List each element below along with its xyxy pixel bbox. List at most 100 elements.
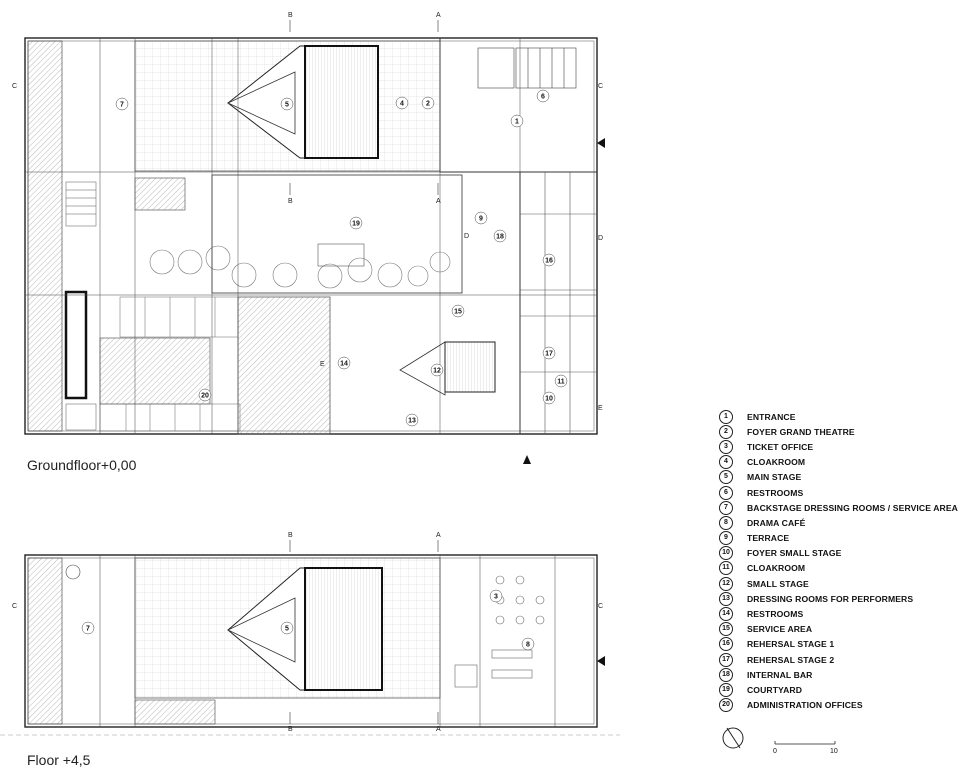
room-label: 10: [545, 396, 553, 403]
entrance-arrow-icon: [597, 656, 605, 666]
room-label: 19: [352, 221, 360, 228]
room-label-marker: [280, 97, 294, 111]
legend-number: 6: [719, 485, 733, 500]
room-label-marker: [474, 211, 488, 225]
room-label: 7: [120, 102, 124, 109]
legend-number: 19: [719, 682, 733, 697]
legend-label: MAIN STAGE: [747, 472, 802, 483]
room-label: 5: [285, 626, 289, 633]
legend-label: REHERSAL STAGE 1: [747, 639, 835, 650]
room-label-marker: [421, 96, 435, 110]
legend-number: 9: [719, 531, 733, 546]
section-marker-e: E: [598, 405, 603, 412]
legend-number: 10: [719, 546, 733, 561]
legend-label: COURTYARD: [747, 684, 803, 695]
room-label-marker: [493, 229, 507, 243]
room-label-marker: [349, 216, 363, 230]
legend-number: 15: [719, 622, 733, 637]
legend-label: RESTROOMS: [747, 609, 804, 620]
legend-label: FOYER GRAND THEATRE: [747, 426, 855, 437]
room-label: 15: [454, 309, 462, 316]
room-label-marker: [81, 621, 95, 635]
room-label: 3: [494, 594, 498, 601]
room-label-marker: [510, 114, 524, 128]
room-label: 8: [526, 642, 530, 649]
section-marker-d: D: [598, 235, 603, 242]
room-label-marker: [395, 96, 409, 110]
upper-room-labels: 3 5 7 8: [81, 589, 535, 651]
legend-number: 11: [719, 561, 733, 576]
ground-floor-title: Groundfloor+0,00: [27, 457, 137, 473]
room-label-marker: [542, 253, 556, 267]
room-label: 7: [86, 626, 90, 633]
legend-label: REHERSAL STAGE 2: [747, 654, 835, 665]
legend-number: 16: [719, 637, 733, 652]
section-marker-c: C: [12, 83, 17, 90]
room-label: 4: [400, 101, 404, 108]
room-label-marker: [451, 304, 465, 318]
room-label-marker: [198, 388, 212, 402]
legend-number: 18: [719, 667, 733, 682]
legend-number: 20: [719, 698, 733, 713]
legend-number: 12: [719, 576, 733, 591]
section-marker-d: D: [464, 233, 469, 240]
scale-bar: [774, 741, 836, 745]
section-marker-a: A: [436, 198, 441, 205]
room-label: 11: [557, 379, 565, 386]
room-label-marker: [542, 391, 556, 405]
room-label: 2: [426, 101, 430, 108]
room-label-marker: [337, 356, 351, 370]
legend-number: 14: [719, 607, 733, 622]
room-label-marker: [521, 637, 535, 651]
room-label: 17: [545, 351, 553, 358]
section-marker-a: A: [436, 12, 441, 19]
section-marker-b: B: [288, 198, 293, 205]
room-label: 12: [433, 368, 441, 375]
legend-number: 1: [719, 409, 733, 424]
legend-item: 2 FOYER GRAND THEATRE: [719, 424, 959, 439]
entrance-arrow-icon: [597, 138, 605, 148]
room-label: 16: [545, 258, 553, 265]
legend-label: ADMINISTRATION OFFICES: [747, 700, 863, 711]
legend-item: 14 RESTROOMS: [719, 606, 959, 622]
legend-label: TERRACE: [747, 533, 790, 544]
section-marker-b: B: [288, 12, 293, 19]
section-marker-c: C: [598, 83, 603, 90]
legend-number: 3: [719, 439, 733, 454]
ground-floor-plan: [24, 37, 605, 464]
legend-label: INTERNAL BAR: [747, 669, 813, 680]
legend-item: 9 TERRACE: [719, 531, 959, 546]
room-label-marker: [489, 589, 503, 603]
legend-item: 19 COURTYARD: [719, 682, 959, 697]
room-label: 14: [340, 361, 348, 368]
legend-item: 20 ADMINISTRATION OFFICES: [719, 698, 959, 713]
room-label-marker: [536, 89, 550, 103]
north-arrow-icon: [722, 727, 744, 749]
room-label: 6: [541, 94, 545, 101]
scale-zero-label: 0: [773, 748, 777, 755]
legend-label: ENTRANCE: [747, 411, 796, 422]
section-marker-c: C: [12, 603, 17, 610]
room-label: 13: [408, 418, 416, 425]
room-label: 18: [496, 234, 504, 241]
legend-label: DRESSING ROOMS FOR PERFORMERS: [747, 593, 914, 604]
legend-number: 7: [719, 500, 733, 515]
room-label: 20: [201, 393, 209, 400]
entrance-arrow-icon: [523, 455, 531, 464]
room-label-marker: [554, 374, 568, 388]
legend-item: 18 INTERNAL BAR: [719, 667, 959, 682]
legend-number: 2: [719, 424, 733, 439]
scale-ten-label: 10: [830, 748, 838, 755]
